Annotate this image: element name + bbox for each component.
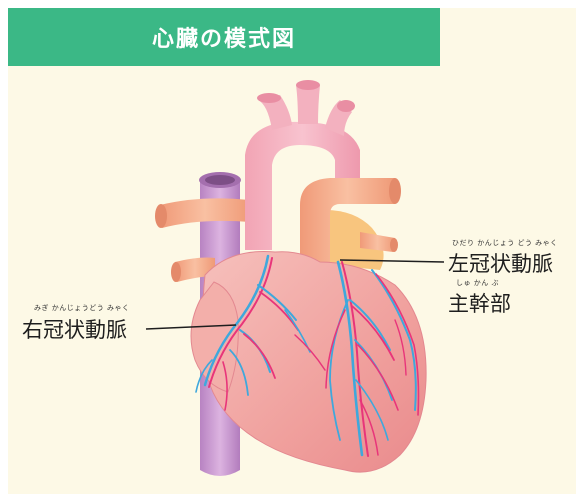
left-main-label: 主幹部 xyxy=(448,288,511,318)
left-coronary-ruby: ひだり かんじょう どう みゃく xyxy=(452,238,558,248)
left-coronary-label: 左冠状動脈 xyxy=(448,248,553,278)
right-coronary-ruby: みぎ かんじょうどう みゃく xyxy=(34,303,129,313)
left-main-ruby: しゅ かん ぶ xyxy=(456,278,499,288)
right-coronary-label: 右冠状動脈 xyxy=(22,314,127,344)
